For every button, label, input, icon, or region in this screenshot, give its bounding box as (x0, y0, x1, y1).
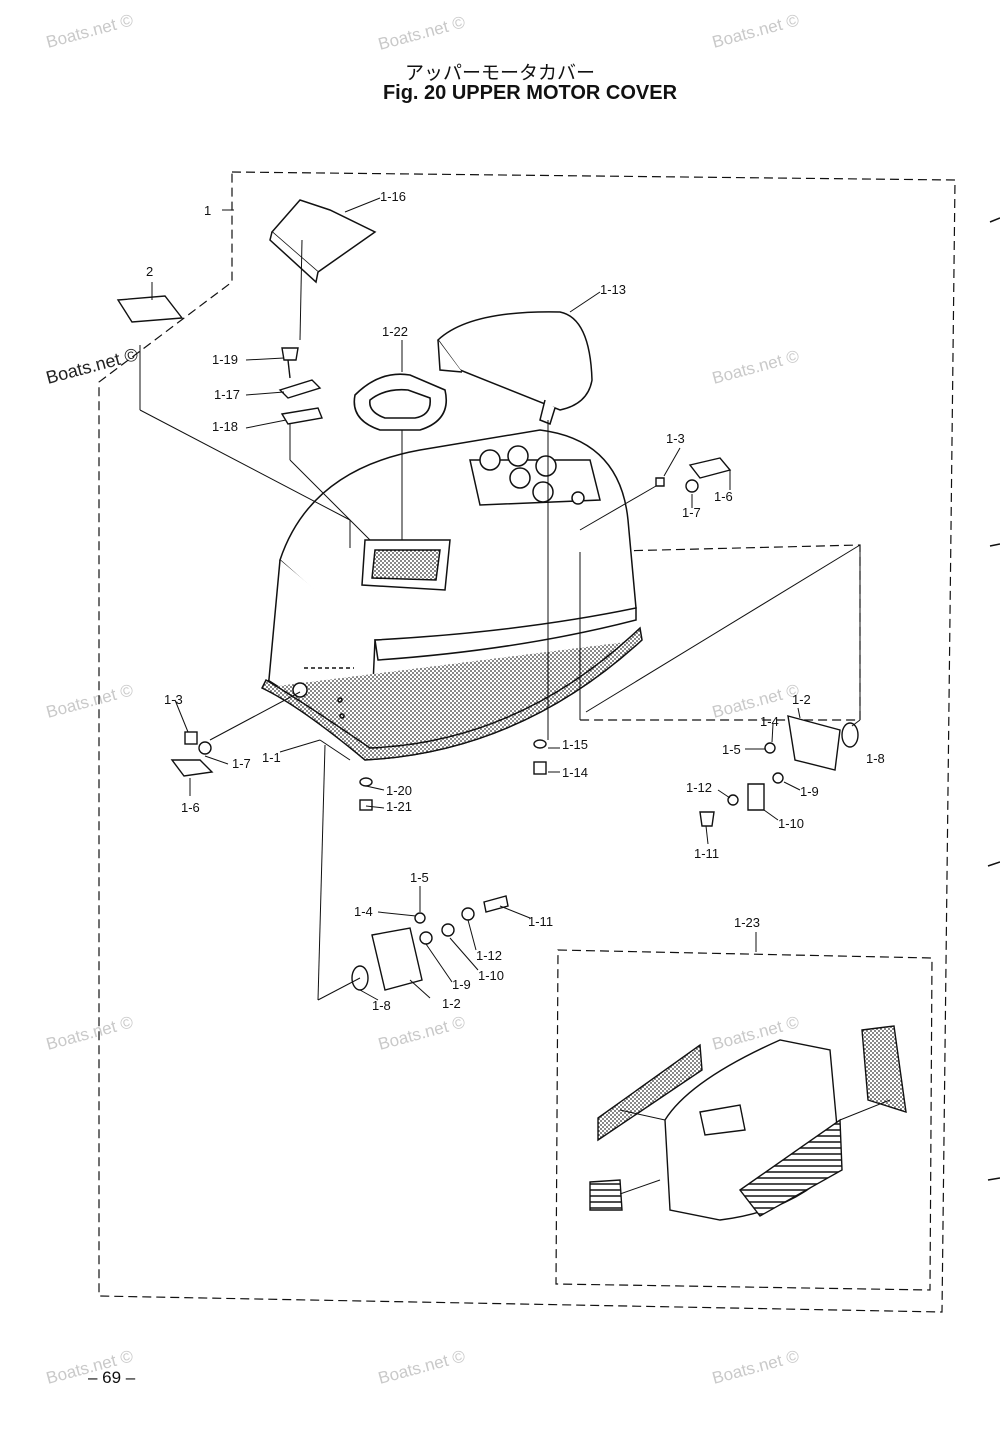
part-1-16-plate (269, 199, 377, 284)
label-1-3-left: 1-3 (164, 692, 183, 707)
label-1: 1 (204, 203, 211, 218)
label-1-8-lower: 1-8 (372, 998, 391, 1013)
label-1-6-right: 1-6 (714, 489, 733, 504)
label-1-12-lower: 1-12 (476, 948, 502, 963)
label-1-22: 1-22 (382, 324, 408, 339)
leader-lines (139, 197, 891, 1195)
label-1-10-right: 1-10 (778, 816, 804, 831)
label-1-21: 1-21 (386, 799, 412, 814)
watermark: Boats.net © (376, 1012, 467, 1054)
part-1-23-graphic-kit (589, 1025, 907, 1221)
part-1-22-duct (353, 373, 447, 431)
label-1-7-left: 1-7 (232, 756, 251, 771)
label-1-15: 1-15 (562, 737, 588, 752)
label-1-23: 1-23 (734, 915, 760, 930)
kit-boundary (555, 949, 933, 1291)
label-1-1: 1-1 (262, 750, 281, 765)
label-1-7-right: 1-7 (682, 505, 701, 520)
part-2-label (116, 295, 184, 323)
label-1-11-right: 1-11 (694, 846, 719, 861)
label-1-11-lower: 1-11 (528, 914, 553, 929)
label-1-17: 1-17 (214, 387, 240, 402)
label-1-2-lower: 1-2 (442, 996, 461, 1011)
title-japanese: アッパーモータカバー (404, 62, 595, 84)
watermark: Boats.net © (710, 346, 801, 388)
label-1-5-right: 1-5 (722, 742, 741, 757)
watermark: Boats.net © (710, 1346, 801, 1388)
label-1-16: 1-16 (380, 189, 406, 204)
label-1-10-lower: 1-10 (478, 968, 504, 983)
label-1-9-lower: 1-9 (452, 977, 471, 992)
label-1-8-right: 1-8 (866, 751, 885, 766)
bracket-group-right (699, 715, 859, 827)
watermark: Boats.net © (710, 10, 801, 52)
watermark: Boats.net © (376, 12, 467, 54)
label-1-5-lower: 1-5 (410, 870, 429, 885)
label-1-14: 1-14 (562, 765, 588, 780)
label-1-2-right: 1-2 (792, 692, 811, 707)
label-1-18: 1-18 (212, 419, 238, 434)
watermark: Boats.net © (44, 1012, 135, 1054)
label-1-20: 1-20 (386, 783, 412, 798)
part-labels: 1 2 1-16 1-13 1-22 1-19 1-17 1-18 1-3 1-… (146, 189, 885, 1013)
label-1-9-right: 1-9 (800, 784, 819, 799)
watermark: Boats.net © (44, 680, 135, 722)
edge-marks (987, 217, 1000, 1181)
label-1-13: 1-13 (600, 282, 626, 297)
hardware-left (170, 457, 732, 777)
label-1-4-lower: 1-4 (354, 904, 373, 919)
label-2: 2 (146, 264, 153, 279)
label-1-3-right: 1-3 (666, 431, 685, 446)
fasteners-center (359, 739, 547, 811)
part-1-13-top-cover (437, 311, 593, 425)
label-1-6-left: 1-6 (181, 800, 200, 815)
figure-title: Fig. 20 UPPER MOTOR COVER (382, 82, 678, 104)
page-number: – 69 – (88, 1368, 136, 1387)
label-1-12-right: 1-12 (686, 780, 712, 795)
latch-parts (278, 347, 323, 425)
label-1-4-right: 1-4 (760, 714, 779, 729)
watermark: Boats.net © (376, 1346, 467, 1388)
upper-motor-cover (260, 429, 643, 761)
watermark: Boats.net © (44, 344, 140, 388)
watermark: Boats.net © (44, 10, 135, 52)
label-1-19: 1-19 (212, 352, 238, 367)
